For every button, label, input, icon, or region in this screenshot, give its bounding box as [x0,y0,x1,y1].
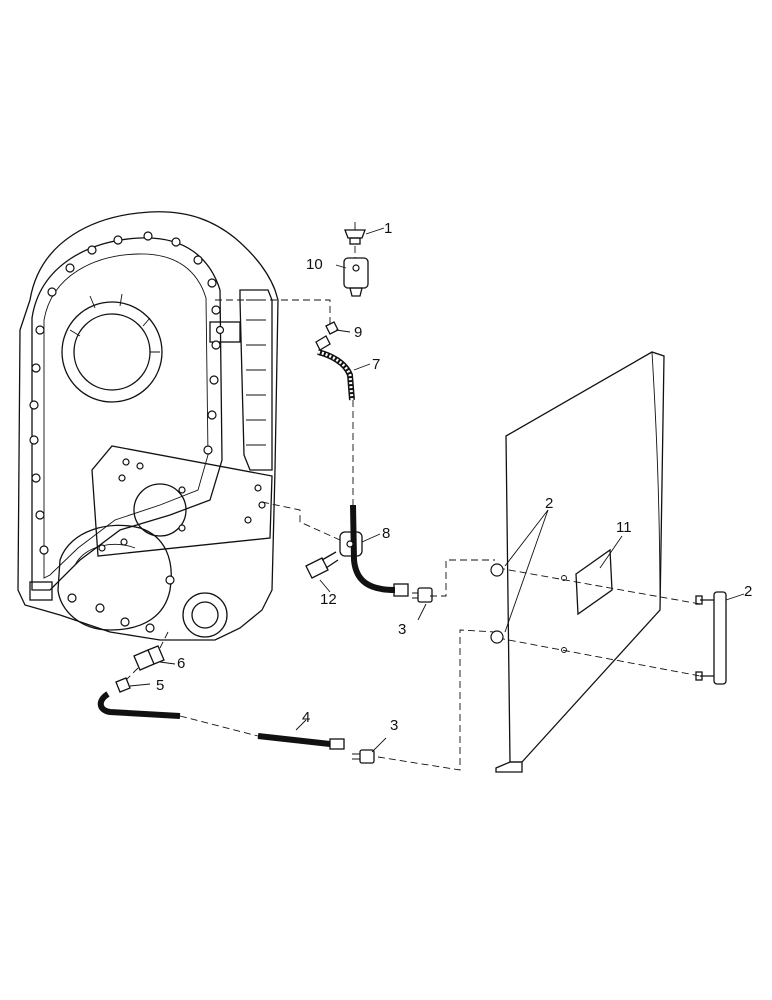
part-4-hose [97,691,345,750]
housing-bolts [29,231,221,633]
part-9-fitting [315,321,339,351]
callout-4: 4 [302,709,310,726]
part-7-hose [317,349,409,597]
callout-3-lower: 3 [390,717,398,734]
part-8-clamp [339,531,363,557]
side-panel [490,351,665,773]
part-6-adapter [133,645,165,671]
callout-3-upper: 3 [398,621,406,638]
mounting-plate [91,445,273,557]
part-2-manifold [695,591,727,685]
part-3-connector-upper [412,587,433,603]
callout-2-manifold: 2 [744,583,752,600]
part-5-fitting [115,677,131,693]
callout-11: 11 [616,519,632,536]
callout-6: 6 [177,655,185,672]
callout-12: 12 [320,591,337,608]
part-2-grommet-lower [490,630,504,644]
callout-5: 5 [156,677,164,694]
callout-10: 10 [306,256,323,273]
callout-8: 8 [382,525,390,542]
transmission-housing [17,211,279,641]
part-1-breather [344,222,366,245]
callout-1: 1 [384,220,392,237]
callout-2-panel: 2 [545,495,553,512]
part-11-plate [575,548,613,616]
callout-7: 7 [372,356,380,373]
part-10-adapter [343,257,369,297]
part-3-connector-lower [352,749,375,764]
part-12-bolt [305,551,339,579]
part-2-grommet-upper [490,563,504,577]
callout-9: 9 [354,324,362,341]
callout-leaders [129,227,745,753]
callout-labels: 1 2 2 2 3 3 4 5 6 7 8 9 10 11 12 [156,220,752,734]
